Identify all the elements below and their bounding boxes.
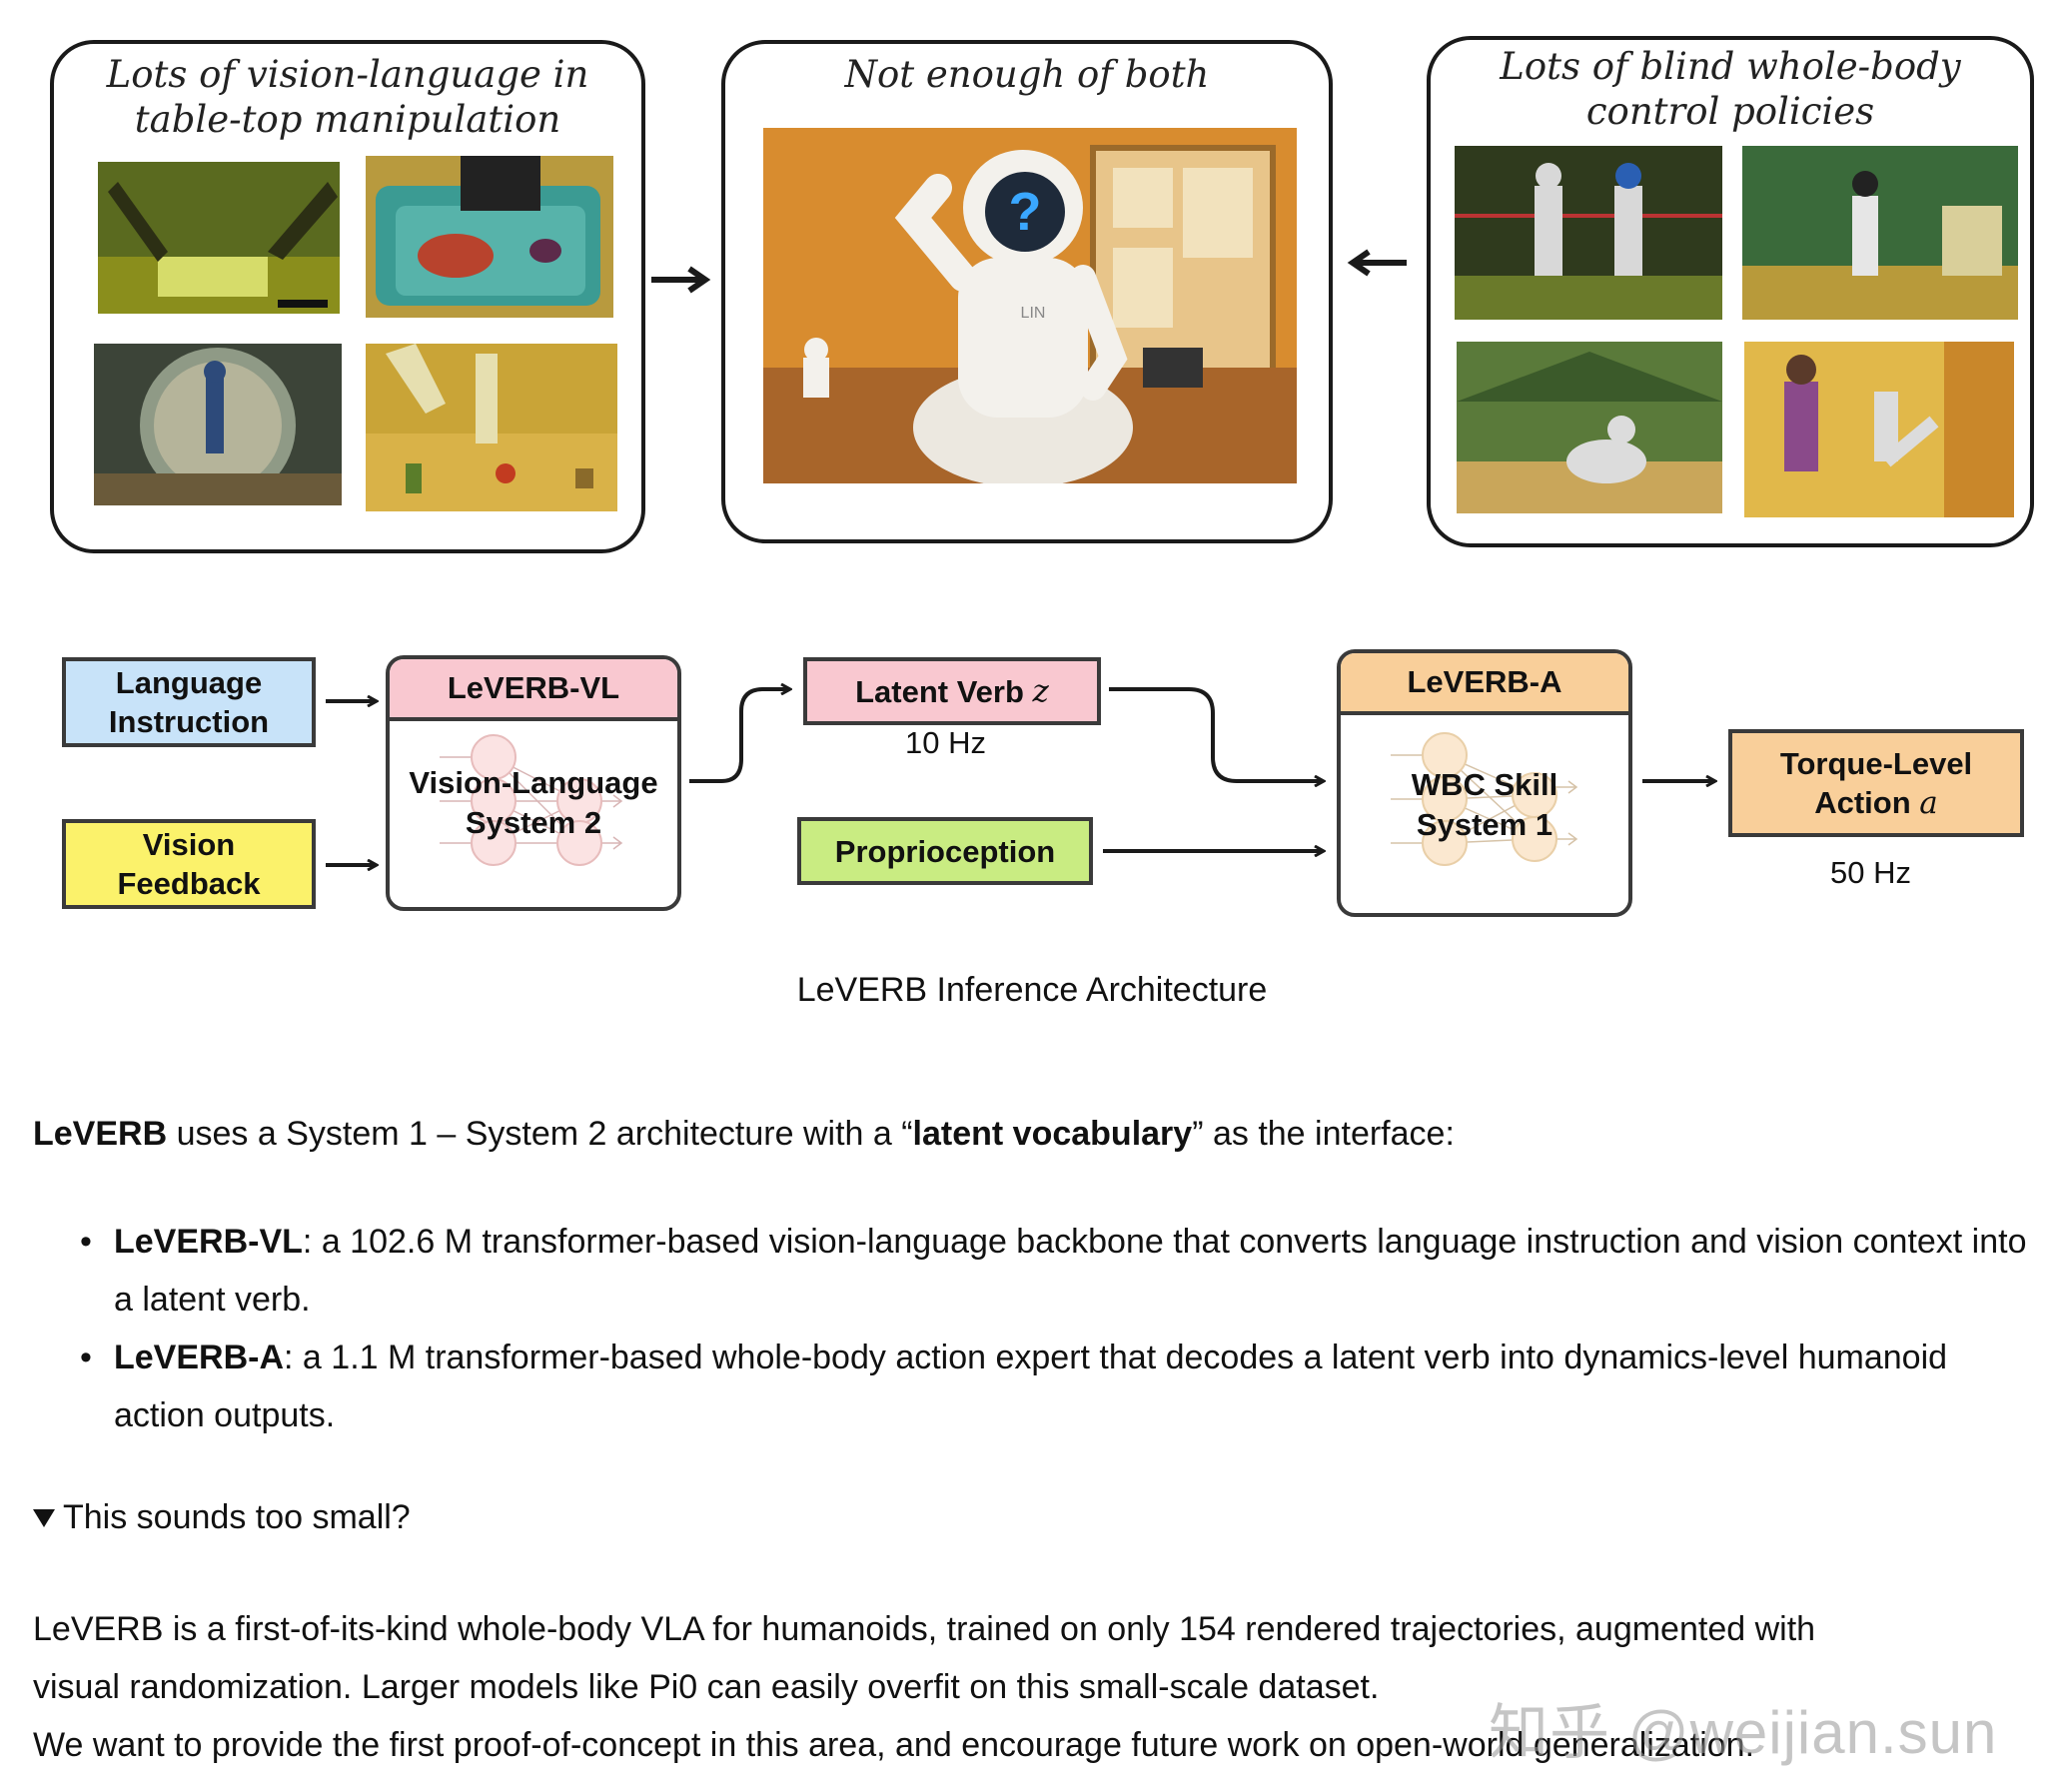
image-robot-porthole [94, 344, 342, 505]
intro-paragraph: LeVERB uses a System 1 – System 2 archit… [33, 1115, 1455, 1153]
image-robot-office [1742, 146, 2018, 320]
image-robot-kick [1744, 342, 2014, 517]
box-proprioception: Proprioception [797, 817, 1093, 885]
module-leverb-vl: LeVERB-VL Vision-Language System 2 [386, 655, 681, 911]
panel-title-middle: Not enough of both [844, 53, 1210, 96]
robot-chest-label: LIN [1021, 305, 1046, 322]
box-vision-feedback: Vision Feedback [62, 819, 316, 909]
figure-caption: LeVERB Inference Architecture [796, 971, 1268, 1009]
neural-net-icon-a [1391, 732, 1578, 866]
image-boxing-robots [1455, 146, 1722, 320]
box-torque-action: Torque-Level Action a [1728, 729, 2024, 837]
arrow-latent-to-a [1109, 687, 1323, 781]
robot-question-glyph: ? [1009, 182, 1042, 242]
box-latent-verb: Latent Verb z [803, 657, 1101, 725]
panel-title-wholebody: Lots of blind whole-body control policie… [1500, 45, 1961, 133]
image-robot-crouch [1457, 342, 1722, 513]
module-a-body: WBC Skill System 1 [1341, 715, 1628, 913]
panel-tabletop: Lots of vision-language in table-top man… [50, 40, 645, 553]
module-vl-body: Vision-Language System 2 [390, 721, 677, 907]
image-confused-robot: ? LIN [763, 128, 1297, 483]
arrow-vl-to-latent [689, 689, 789, 783]
neural-net-icon [440, 734, 623, 866]
box-language-instruction: Language Instruction [62, 657, 316, 747]
latent-symbol: z [1032, 672, 1049, 709]
watermark: 知乎 @weijian.sun [1489, 1699, 1998, 1766]
triangle-down-icon [33, 1508, 55, 1527]
rate-vl: 10 Hz [905, 725, 986, 760]
rate-a: 50 Hz [1830, 855, 1911, 890]
arrow-left-to-middle [1347, 249, 1407, 277]
panel-wholebody: Lots of blind whole-body control policie… [1427, 36, 2034, 547]
component-list: LeVERB-VL: a 102.6 M transformer-based v… [80, 1213, 2028, 1444]
panel-middle: Not enough of both ? LIN [721, 40, 1333, 543]
list-item: LeVERB-A: a 1.1 M transformer-based whol… [80, 1329, 2028, 1444]
module-leverb-a: LeVERB-A WBC Skill System 1 [1337, 649, 1632, 917]
image-sink-vegetables [366, 156, 613, 318]
module-vl-head: LeVERB-VL [390, 659, 677, 721]
action-symbol: a [1919, 784, 1938, 821]
arrow-right-to-middle [651, 266, 711, 294]
explanation-paragraph: LeVERB is a first-of-its-kind whole-body… [33, 1610, 1816, 1764]
image-gripper-box [98, 162, 340, 314]
details-toggle[interactable]: This sounds too small? [33, 1498, 411, 1537]
image-arms-table [366, 344, 617, 511]
module-vl-label: Vision-Language System 2 [409, 765, 658, 840]
module-a-head: LeVERB-A [1341, 653, 1628, 715]
list-item: LeVERB-VL: a 102.6 M transformer-based v… [80, 1213, 2028, 1329]
module-a-label: WBC Skill System 1 [1411, 767, 1558, 842]
panel-title-tabletop: Lots of vision-language in table-top man… [106, 53, 589, 141]
